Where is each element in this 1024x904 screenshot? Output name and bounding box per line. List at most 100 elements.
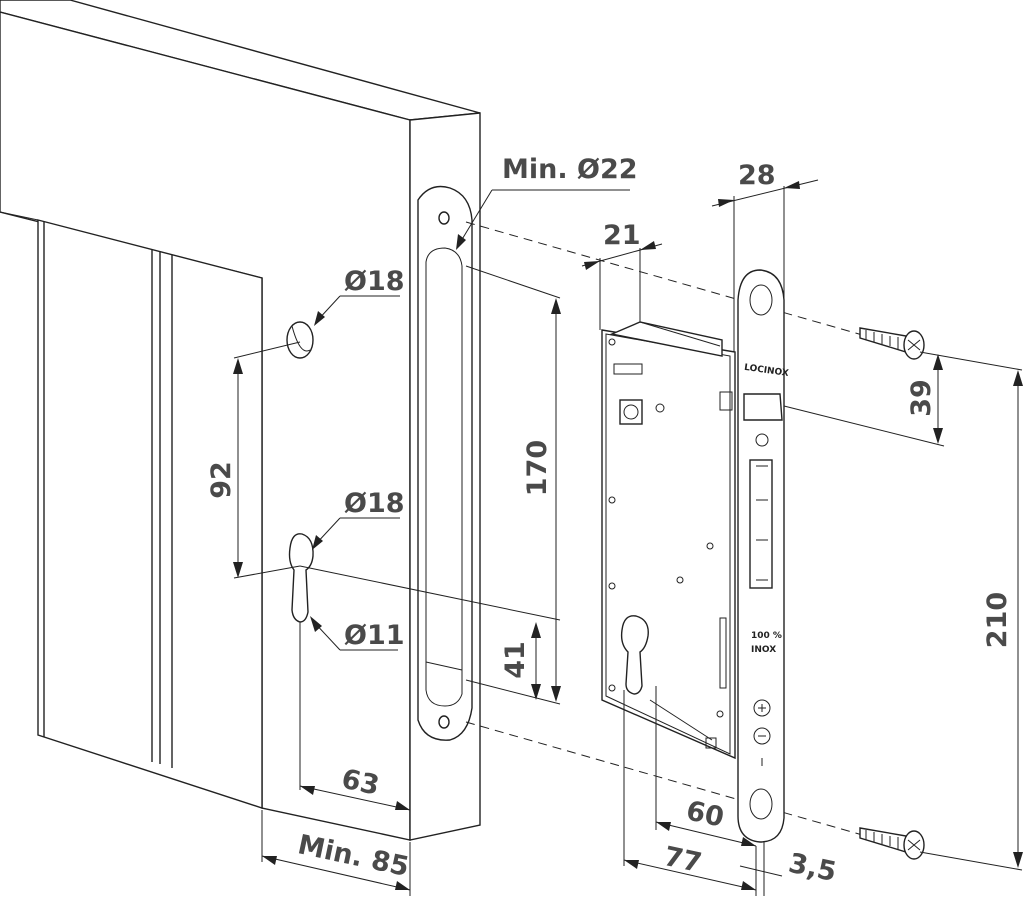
dim-28-label: 28 bbox=[738, 160, 776, 191]
screw-hole-top bbox=[438, 211, 450, 225]
lock-lever-pin bbox=[705, 737, 717, 749]
lock-rivet bbox=[655, 403, 665, 413]
phillips-icon bbox=[907, 339, 921, 351]
screw-shaft bbox=[859, 827, 907, 853]
arrow bbox=[233, 358, 243, 374]
arrow bbox=[456, 234, 466, 250]
min-85-line bbox=[261, 855, 411, 891]
spindle-hole bbox=[619, 399, 643, 425]
lock-rivet bbox=[608, 496, 616, 504]
screw-thread bbox=[865, 830, 899, 849]
dim-92-ext-bottom bbox=[233, 565, 301, 579]
faceplate-material-2: INOX bbox=[751, 645, 776, 655]
dim-60-line bbox=[655, 821, 757, 847]
dim-210-ext-bottom bbox=[919, 851, 1023, 871]
dim-39-label: 39 bbox=[906, 379, 937, 417]
arrow bbox=[531, 684, 541, 700]
arrow bbox=[531, 622, 541, 638]
arrow bbox=[1013, 370, 1023, 386]
arrow bbox=[551, 298, 561, 314]
handle-hole-depth bbox=[291, 325, 311, 352]
gate-leaf bbox=[37, 219, 263, 809]
plus-icon bbox=[758, 704, 766, 712]
min-dia-22-label: Min. Ø22 bbox=[502, 154, 638, 185]
spindle-ring bbox=[623, 404, 639, 420]
dim-210-label: 210 bbox=[982, 592, 1013, 648]
lock-side-slot bbox=[719, 617, 727, 689]
screw-axis-top bbox=[465, 221, 881, 341]
arrow bbox=[300, 786, 315, 795]
lock-rivet bbox=[608, 582, 616, 590]
dead-bolt bbox=[749, 459, 773, 589]
mortise-recess bbox=[417, 185, 473, 741]
arrow bbox=[395, 881, 410, 890]
adjust-screw-plus-icon bbox=[753, 699, 771, 717]
arrow bbox=[624, 860, 639, 869]
lock-rivet bbox=[676, 576, 684, 584]
lock-top-wedge-line bbox=[639, 321, 721, 347]
leaf-top-edge bbox=[0, 211, 39, 221]
arrow bbox=[551, 686, 561, 702]
lock-body bbox=[601, 321, 736, 760]
screw-shaft bbox=[859, 327, 907, 353]
dim-21-label: 21 bbox=[603, 220, 641, 251]
dim-63-line bbox=[299, 785, 411, 811]
handle-hole bbox=[286, 321, 314, 359]
arrow bbox=[640, 241, 656, 250]
screw-thread bbox=[865, 330, 899, 349]
screw-axis-bottom bbox=[465, 721, 881, 841]
right-dimensions: 21 28 39 210 60 77 bbox=[581, 160, 1023, 896]
screw-hole-bottom bbox=[438, 715, 450, 729]
lock-rivet bbox=[608, 684, 616, 692]
dim-170-ext-top bbox=[465, 265, 561, 299]
dim-77-line bbox=[623, 859, 757, 891]
arrow bbox=[314, 311, 325, 326]
arrow bbox=[233, 562, 243, 578]
dim-3-5-line bbox=[739, 865, 783, 877]
min-85-label: Min. 85 bbox=[295, 829, 412, 883]
dim-41-label: 41 bbox=[500, 641, 531, 679]
faceplate-screw-hole-top bbox=[749, 284, 773, 316]
screw-bottom bbox=[859, 827, 925, 860]
lock-label-plate bbox=[613, 363, 643, 375]
dia-18-top-label: Ø18 bbox=[344, 266, 405, 297]
dim-63-label: 63 bbox=[339, 764, 382, 802]
arrow bbox=[933, 354, 943, 370]
lock-rivet bbox=[608, 338, 616, 346]
lock-bolt-guide bbox=[719, 391, 733, 411]
lock-lever-line bbox=[649, 699, 713, 741]
dim-170-label: 170 bbox=[522, 440, 553, 496]
faceplate-screw-hole-bottom bbox=[749, 788, 773, 820]
adjust-screw-minus-icon bbox=[753, 727, 771, 745]
faceplate-screw bbox=[755, 433, 769, 447]
arrow bbox=[310, 616, 322, 632]
lock-case bbox=[601, 329, 736, 760]
arrow bbox=[656, 822, 671, 831]
screw-top bbox=[859, 327, 925, 360]
dim-60-label: 60 bbox=[683, 795, 726, 833]
dim-210-ext-top bbox=[919, 351, 1023, 371]
arrow bbox=[584, 261, 600, 270]
lock-cylinder-opening bbox=[620, 615, 649, 695]
arrow bbox=[741, 881, 756, 890]
dim-39-ext-bottom bbox=[783, 405, 945, 447]
gate-profile bbox=[0, 0, 481, 841]
arrow bbox=[312, 535, 323, 550]
latch-bolt bbox=[743, 393, 783, 421]
arrow bbox=[741, 837, 756, 846]
arrow bbox=[933, 428, 943, 444]
dim-170-ext-bottom bbox=[465, 679, 561, 705]
dim-3-5-label: 3,5 bbox=[786, 848, 839, 888]
dia-18-mid-label: Ø18 bbox=[344, 488, 405, 519]
faceplate-material-1: 100 % bbox=[751, 631, 782, 641]
dim-77-label: 77 bbox=[661, 841, 704, 879]
arrow bbox=[718, 199, 734, 207]
mortise-slot-line bbox=[425, 661, 463, 671]
lock-rivet bbox=[716, 710, 724, 718]
min-dia-22-leader bbox=[457, 189, 493, 247]
phillips-icon bbox=[907, 839, 921, 851]
arrow bbox=[262, 856, 277, 865]
dim-170-ext-mid bbox=[299, 565, 561, 621]
